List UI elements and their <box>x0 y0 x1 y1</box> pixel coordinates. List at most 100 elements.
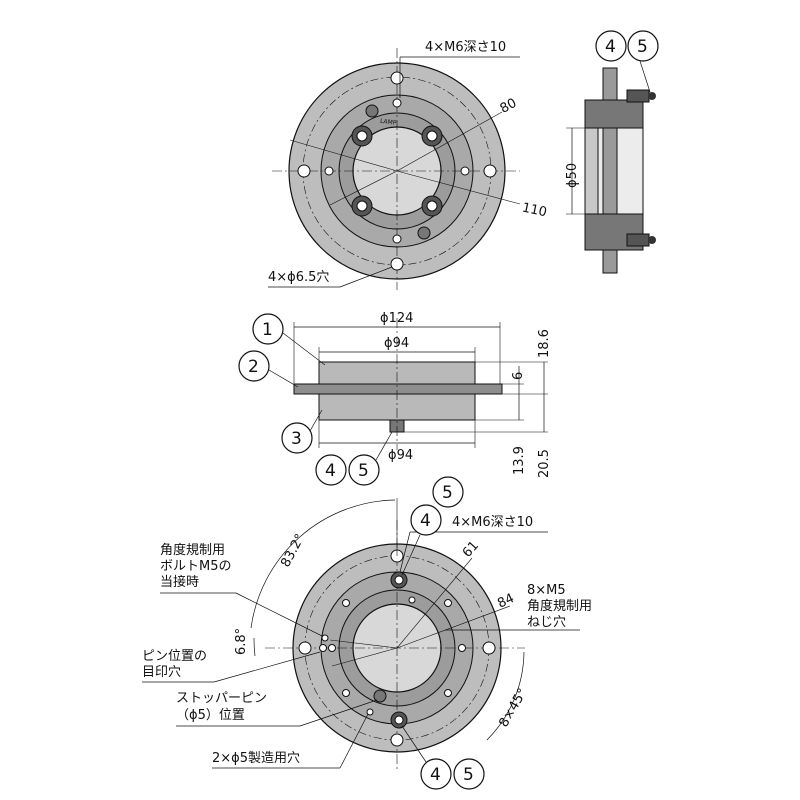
bottom-plan-view: 83.2° 6.8° 8×45° 61 84 4×M6深さ10 8×M5 角度規… <box>142 476 592 790</box>
bottom-bubble-5-top-text: 5 <box>442 483 453 503</box>
front-dim-phi94-top: ϕ94 <box>384 336 409 351</box>
bottom-label-stopper-2: （ϕ5）位置 <box>176 708 245 723</box>
bottom-pin-mark-hole <box>319 644 327 652</box>
bottom-small-hole <box>408 596 416 604</box>
bottom-label-pin-1: ピン位置の <box>142 649 207 664</box>
bottom-arc-8x45 <box>486 651 525 741</box>
bottom-label-tapped-arrow <box>399 531 411 573</box>
bottom-bubble-5-bottom <box>453 758 485 790</box>
top-screw <box>417 226 431 240</box>
bottom-bubble-4-bottom <box>420 758 452 790</box>
front-dim-205: 20.5 <box>537 449 552 478</box>
top-small-hole <box>392 98 402 108</box>
bottom-label-stopper-arrow <box>299 699 378 727</box>
top-through-hole <box>390 71 404 85</box>
top-leader-110 <box>396 170 521 205</box>
bottom-label-bolt-3: 当接時 <box>160 574 199 590</box>
bottom-leader-a <box>329 639 398 649</box>
top-tapped-boss <box>421 125 443 147</box>
side-bubble-leader <box>639 60 651 93</box>
top-plan-view: LAMP 4×M6深さ10 80 110 4×ϕ6.5穴 <box>268 40 548 290</box>
bottom-leader-b <box>331 647 398 667</box>
bottom-bubble-5-bottom-text: 5 <box>463 765 474 785</box>
bottom-small-hole <box>366 708 374 716</box>
bottom-label-m5-1: 8×M5 <box>527 583 566 598</box>
front-bubble-45-leader <box>375 431 393 461</box>
front-bubble-2 <box>238 350 270 382</box>
bottom-m5-hole <box>444 689 452 697</box>
front-bubble-3-leader <box>309 409 323 432</box>
side-lower-pin <box>626 233 650 247</box>
bottom-label-mfg-arrow <box>339 713 369 769</box>
top-small-hole <box>392 234 402 244</box>
front-bubble-1 <box>252 313 284 345</box>
bottom-tapped-boss <box>390 571 408 589</box>
top-leader-a <box>289 139 398 172</box>
bottom-m5-hole <box>444 599 452 607</box>
bottom-bubble-5-top <box>432 476 464 508</box>
bottom-through-hole <box>390 733 404 747</box>
front-dim-139: 13.9 <box>512 446 527 475</box>
side-bubble-5-text: 5 <box>637 37 648 57</box>
bottom-dim-8x45: 8×45° <box>496 686 530 730</box>
bottom-bolt-contact <box>321 634 329 642</box>
bottom-dim-68: 6.8° <box>234 628 249 655</box>
bottom-bubble-4-bottom-text: 4 <box>430 765 441 785</box>
bottom-label-bolt-2: ボルトM5の <box>160 559 232 574</box>
front-bubble-3-text: 3 <box>291 429 302 449</box>
front-bubble-1-text: 1 <box>262 320 273 340</box>
top-dim-110: 110 <box>521 201 548 221</box>
bottom-m5-hole <box>342 599 350 607</box>
bottom-label-bolt-arrow <box>235 592 323 637</box>
front-dim-186: 18.6 <box>537 329 552 358</box>
top-leader-b <box>329 170 398 206</box>
bottom-leader-84 <box>396 605 511 649</box>
bottom-m5-hole <box>458 644 466 652</box>
top-logo: LAMP <box>380 118 398 127</box>
bottom-through-hole <box>298 641 312 655</box>
side-upper-screw <box>648 92 656 100</box>
bottom-label-bolt-1: 角度規制用 <box>160 542 225 558</box>
front-flange <box>293 383 503 395</box>
side-bubble-5 <box>627 30 659 62</box>
bottom-bubble-4-top <box>410 504 442 536</box>
front-bubble-4-text: 4 <box>325 461 336 481</box>
top-tapped-boss <box>421 195 443 217</box>
side-lower-screw <box>648 236 656 244</box>
front-elevation-view: ϕ124 ϕ94 ϕ94 18.6 6 13.9 20.5 1 2 3 <box>238 311 552 486</box>
top-label-holes-arrow <box>339 266 393 288</box>
top-through-hole <box>390 257 404 271</box>
side-upper-hatch <box>584 99 644 129</box>
top-leader-80 <box>396 111 503 172</box>
front-bubble-3 <box>281 422 313 454</box>
bottom-arc-68 <box>253 637 256 657</box>
top-small-hole <box>324 166 334 176</box>
side-upper-pin <box>626 89 650 103</box>
bottom-label-mfg: 2×ϕ5製造用穴 <box>212 751 300 766</box>
top-through-hole <box>483 164 497 178</box>
bottom-bubble-top-leader <box>401 534 421 576</box>
front-bubble-2-leader <box>268 369 299 388</box>
top-tapped-boss <box>351 195 373 217</box>
bottom-bubble-4-top-text: 4 <box>420 511 431 531</box>
front-dim-phi124: ϕ124 <box>380 311 413 326</box>
front-bubble-1-leader <box>282 332 326 366</box>
front-bubble-5-text: 5 <box>358 461 369 481</box>
side-dim-phi50: ϕ50 <box>565 163 580 188</box>
bottom-dim-61: 61 <box>460 538 482 560</box>
front-bubble-4 <box>315 454 347 486</box>
bottom-m5-hole <box>328 644 336 652</box>
front-dim-phi94-bottom: ϕ94 <box>388 448 413 463</box>
bottom-label-stopper-1: ストッパーピン <box>176 691 267 706</box>
bottom-dim-84: 84 <box>495 591 516 612</box>
bottom-label-tapped: 4×M6深さ10 <box>452 515 533 530</box>
side-section-view: ϕ50 4 5 <box>565 30 659 274</box>
bottom-through-hole <box>482 641 496 655</box>
top-tapped-boss <box>351 125 373 147</box>
bottom-bubble-bottom-leader <box>401 725 427 763</box>
front-bubble-5 <box>348 454 380 486</box>
bottom-small-hole <box>373 689 387 703</box>
bottom-leader-61 <box>396 557 473 649</box>
bottom-dim-832: 83.2° <box>278 532 308 570</box>
